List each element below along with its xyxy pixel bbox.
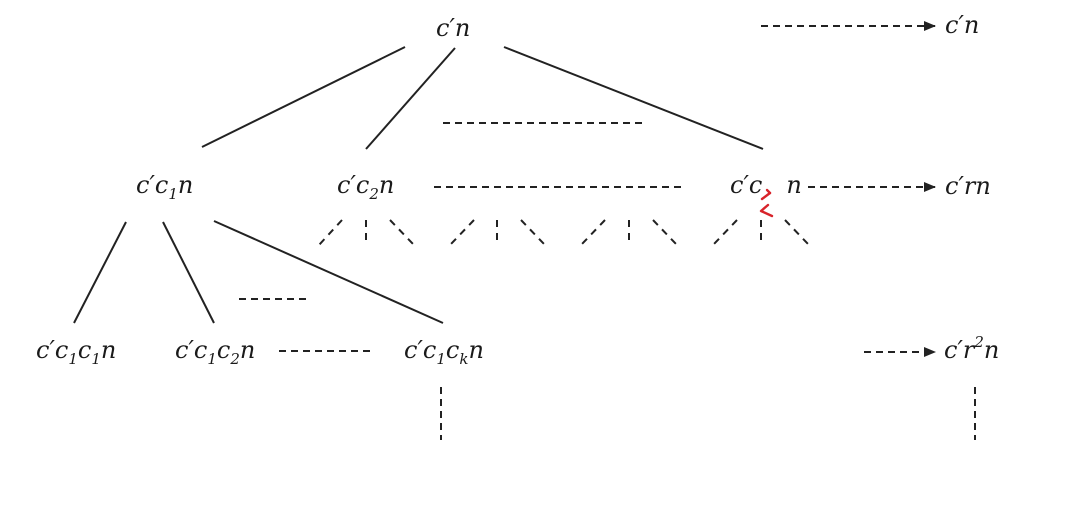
edge-c1-to-c1c2 [162, 221, 215, 324]
level1-node-c1: c′c1n [136, 171, 193, 203]
level1-total: c′rn [945, 172, 991, 200]
root-level-total: c′n [945, 11, 979, 39]
level2-total: c′r2n [944, 333, 999, 364]
stub-edges-cr [712, 219, 810, 246]
root-node: c′n [436, 14, 470, 42]
edge-root-to-c1 [201, 46, 406, 148]
level2-node-c1c2: c′c1c2n [175, 336, 255, 368]
edge-c1-to-c1ck [213, 220, 444, 324]
stub-edges-middle-b [580, 219, 678, 246]
level1-node-c2: c′c2n [337, 171, 394, 203]
stub-edges-middle-a [449, 219, 546, 246]
stub-edges-c2 [318, 219, 415, 246]
level2-node-c1c1: c′c1c1n [36, 336, 116, 368]
edge-root-to-cr [503, 46, 764, 150]
red-caret-mark-icon [759, 188, 774, 218]
edge-root-to-c2 [365, 47, 456, 150]
level2-node-c1ck: c′c1ckn [404, 336, 484, 368]
edge-c1-to-c1c1 [73, 221, 127, 324]
